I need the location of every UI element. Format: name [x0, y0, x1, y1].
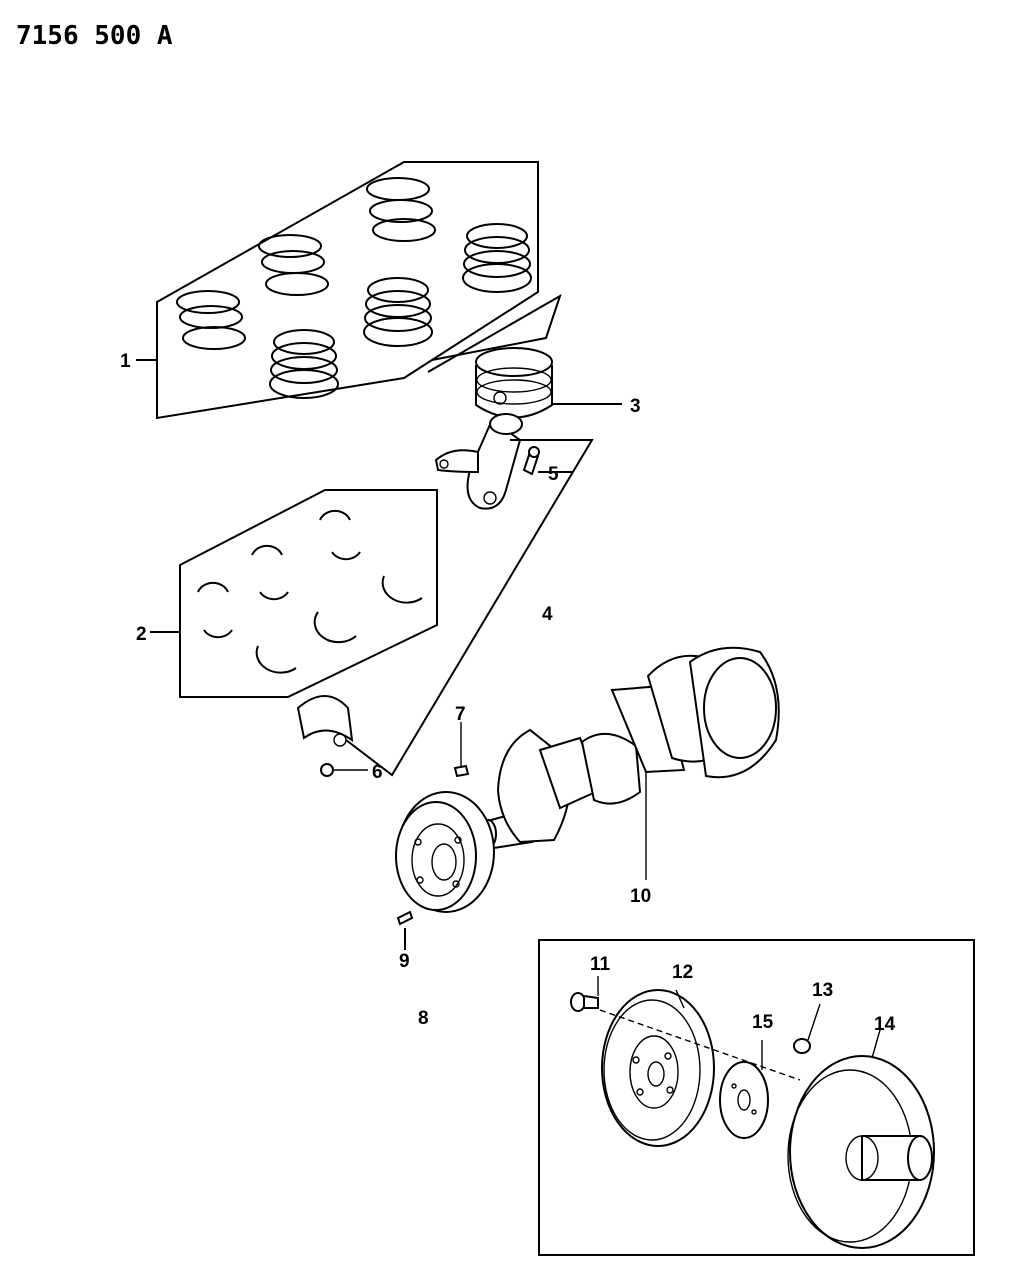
torque-converter-icon — [787, 1029, 935, 1249]
callout-11: 11 — [590, 954, 611, 975]
rod-nut-icon — [320, 763, 334, 777]
damper-key-icon — [396, 910, 414, 926]
connecting-rod-icon — [434, 413, 523, 510]
callout-15: 15 — [752, 1012, 774, 1033]
callout-12: 12 — [672, 962, 693, 983]
callout-2: 2 — [136, 624, 147, 645]
flywheel-bolt-icon — [570, 976, 599, 1012]
callout-13: 13 — [812, 980, 833, 1001]
callout-9: 9 — [399, 951, 410, 972]
callout-14: 14 — [874, 1014, 896, 1035]
callout-7: 7 — [455, 704, 466, 725]
break-connector — [427, 293, 562, 373]
flywheel-inset-box — [538, 939, 975, 1256]
assembly-axis — [599, 1009, 801, 1081]
flywheel-icon — [601, 989, 715, 1147]
leader-4 — [345, 439, 594, 777]
callout-5: 5 — [548, 464, 559, 485]
callout-8: 8 — [418, 1008, 429, 1029]
document-code: 7156 500 A — [16, 21, 173, 51]
ring-pack-1 — [269, 223, 532, 399]
callout-10: 10 — [630, 886, 651, 907]
drive-plate-icon — [719, 1040, 769, 1139]
piston-ring-set-icon — [156, 161, 539, 420]
bearing-shell-set-icon — [179, 489, 438, 698]
rod-bolt-icon — [522, 446, 540, 476]
callout-6: 6 — [372, 762, 383, 783]
crankshaft-icon — [479, 646, 780, 880]
key-icon — [453, 722, 470, 778]
callout-1: 1 — [120, 351, 131, 372]
converter-bolt-icon — [793, 1003, 821, 1054]
vibration-damper-icon — [395, 791, 495, 913]
piston-icon — [475, 347, 553, 419]
bearing-cap-icon — [296, 695, 354, 747]
ring-group-1 — [176, 177, 436, 350]
callout-4: 4 — [542, 604, 553, 625]
callout-3: 3 — [630, 396, 641, 417]
